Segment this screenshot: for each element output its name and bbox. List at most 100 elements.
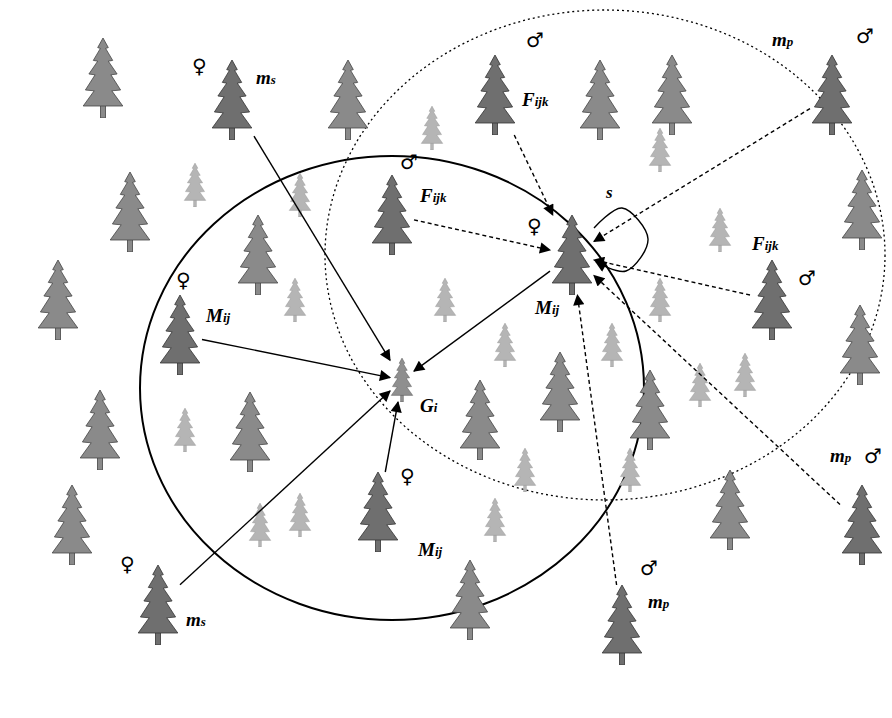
background-tree — [110, 172, 150, 252]
tree-shape — [752, 260, 792, 340]
tree-symbol — [356, 472, 400, 552]
tree-node: ♂Fijk — [370, 175, 414, 255]
tree-node: ♀Mij — [158, 295, 202, 375]
tree-node: ♂mp — [840, 485, 884, 565]
tree-shape — [212, 60, 252, 140]
background-tree — [83, 38, 123, 118]
tree-shape — [358, 472, 398, 552]
seed-flow-arrow — [594, 208, 648, 272]
tree-symbol — [473, 55, 517, 135]
background-sapling — [289, 493, 311, 537]
background-tree — [38, 260, 78, 340]
background-tree — [652, 55, 692, 135]
background-sapling — [734, 353, 756, 397]
tree-node: ♀ms — [136, 565, 180, 645]
tree-symbol — [136, 565, 180, 645]
selfing-label: s — [606, 184, 613, 201]
background-sapling — [494, 323, 516, 367]
sex-symbol: ♂ — [856, 26, 874, 46]
tree-node: ♂Fijk — [750, 260, 794, 340]
pollen-neighborhood-circle — [325, 10, 885, 500]
background-sapling — [601, 323, 623, 367]
tree-label: ms — [186, 610, 206, 629]
sex-symbol: ♀ — [192, 56, 207, 76]
sex-symbol: ♀ — [400, 466, 415, 486]
background-sapling — [249, 503, 271, 547]
pollen-flow-arrow — [514, 135, 553, 215]
tree-label: mp — [772, 30, 793, 49]
background-tree — [580, 60, 620, 140]
seed-flow-arrow — [202, 339, 390, 377]
tree-label: mp — [830, 446, 851, 465]
background-tree — [238, 215, 278, 295]
seedling-symbol — [390, 358, 414, 402]
tree-node: ♀ms — [210, 60, 254, 140]
background-tree — [460, 380, 500, 460]
tree-label: Fijk — [752, 234, 778, 253]
tree-node: ♀Mij — [550, 215, 594, 295]
tree-node: ♀Mij — [356, 472, 400, 552]
seed-flow-arrow — [254, 136, 390, 360]
background-sapling — [689, 363, 711, 407]
seed-flow-arrow — [180, 391, 390, 585]
tree-label: Mij — [206, 306, 230, 325]
tree-node: Gi — [390, 358, 414, 402]
seed-flow-arrow — [385, 402, 398, 472]
pollen-flow-arrow — [577, 295, 616, 585]
background-tree — [450, 560, 490, 640]
tree-node: ♂mp — [600, 585, 644, 665]
tree-symbol — [158, 295, 202, 375]
sex-symbol: ♀ — [527, 216, 542, 236]
sex-symbol: ♂ — [864, 446, 882, 466]
tree-label: ms — [256, 68, 276, 87]
background-sapling — [421, 106, 443, 150]
tree-label: Mij — [418, 540, 442, 559]
tree-shape — [391, 358, 413, 402]
tree-symbol — [370, 175, 414, 255]
sex-symbol: ♂ — [640, 558, 658, 578]
background-tree — [80, 390, 120, 470]
sex-symbol: ♂ — [798, 268, 816, 288]
sex-symbol: ♂ — [526, 30, 544, 50]
tree-symbol — [840, 485, 884, 565]
background-sapling — [619, 448, 641, 492]
background-tree — [840, 305, 880, 385]
tree-symbol — [210, 60, 254, 140]
background-sapling — [174, 408, 196, 452]
background-tree — [540, 352, 580, 432]
seed-flow-arrow — [414, 271, 550, 371]
background-sapling — [184, 163, 206, 207]
background-tree — [630, 370, 670, 450]
tree-symbol — [550, 215, 594, 295]
tree-symbol — [810, 55, 854, 135]
background-tree — [842, 170, 882, 250]
pollen-flow-arrow — [594, 109, 810, 242]
tree-label: Gi — [420, 396, 437, 415]
tree-shape — [475, 55, 515, 135]
tree-symbol — [750, 260, 794, 340]
tree-node: ♂mp — [810, 55, 854, 135]
tree-shape — [602, 585, 642, 665]
tree-shape — [842, 485, 882, 565]
tree-label: Mij — [535, 298, 559, 317]
tree-shape — [138, 565, 178, 645]
tree-label: Fijk — [420, 186, 446, 205]
tree-label: Fijk — [522, 90, 548, 109]
sex-symbol: ♀ — [120, 554, 135, 574]
background-sapling — [284, 278, 306, 322]
background-sapling — [289, 173, 311, 217]
tree-node: ♂Fijk — [473, 55, 517, 135]
tree-symbol — [600, 585, 644, 665]
pollen-flow-arrow — [594, 260, 750, 295]
tree-shape — [160, 295, 200, 375]
tree-label: mp — [648, 592, 669, 611]
sex-symbol: ♀ — [176, 270, 191, 290]
tree-shape — [812, 55, 852, 135]
tree-shape — [372, 175, 412, 255]
background-tree — [328, 60, 368, 140]
background-sapling — [709, 208, 731, 252]
